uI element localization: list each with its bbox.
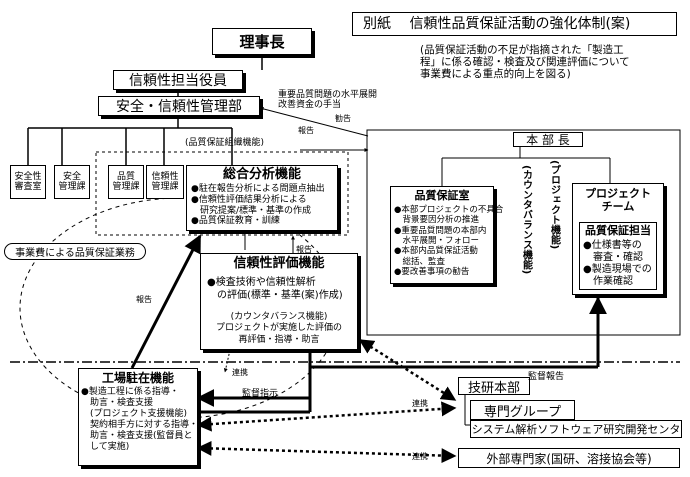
expert-group-box: 専門グループ — [470, 400, 575, 420]
arrow-label-cooperate-3: 連携 — [412, 452, 428, 461]
funding-note: 重要品質問題の水平展開 改善資金の手当 — [278, 90, 378, 111]
external-experts-box: 外部専門家(国研、溶接協会等) — [458, 448, 680, 468]
quality-function-label: (品質保証組織機能) — [185, 138, 265, 148]
hq-director-label: 本 部 長 — [526, 133, 570, 147]
counter-balance-label: (カウンタバランス機能) — [520, 165, 532, 275]
purpose-note: (品質保証活動の不足が指摘された「製造工 程」に係る確認・検査及び関連評価につい… — [420, 44, 630, 81]
tech-hq-label: 技研本部 — [467, 380, 520, 396]
board-chairman-box: 理事長 — [212, 28, 312, 55]
arrow-label-cooperate-1: 連携 — [232, 368, 248, 377]
analysis-title: 総合分析機能 — [222, 167, 301, 182]
project-qa-title: 品質保証担当 — [585, 224, 651, 237]
tech-hq-box: 技研本部 — [458, 377, 530, 396]
project-direction-label: (プロジェクト機能) — [548, 160, 560, 250]
board-chairman-label: 理事長 — [239, 33, 285, 51]
business-funded-label: 事業費による品質保証業務 — [15, 248, 135, 259]
project-team-box: プロジェクト チーム 品質保証担当 ●仕様書等の 審査・確認 ●製造現場での 作… — [572, 183, 664, 295]
section-quality-management: 品質 管理課 — [108, 165, 144, 199]
qa-office-box: 品質保証室 ●本部プロジェクトの不具合 背景要因分析の推進 ●重要品質問題の本部… — [390, 186, 503, 284]
project-qa-items: ●仕様書等の 審査・確認 ●製造現場での 作業確認 — [583, 240, 652, 287]
arrow-label-report-3: 報告 — [136, 295, 152, 304]
expert-group-label: 専門グループ — [483, 404, 562, 420]
arrow-label-recommend: 勧告 — [335, 114, 351, 123]
arrow-label-report-1: 報告 — [298, 126, 314, 135]
factory-box: 工場駐在機能 ●製造工程に係る指導・ 助言・検査支援 (プロジェクト支援機能) … — [78, 368, 198, 466]
qa-office-title: 品質保証室 — [414, 189, 470, 202]
research-center-label: システム解析ソフトウェア研究開発センタ — [471, 423, 681, 436]
evaluation-sub: (カウンタバランス機能) プロジェクトが実施した評価の 再評価・指導・助言 — [215, 312, 342, 345]
section-safety-management-label: 安全 管理課 — [58, 171, 86, 192]
page-title: 別紙 信頼性品質保証活動の強化体制(案) — [352, 12, 677, 36]
section-reliability-management: 信頼性 管理課 — [146, 165, 184, 199]
section-safety-review: 安全性 審査室 — [10, 165, 46, 199]
hq-director-box: 本 部 長 — [513, 132, 583, 147]
safety-reliability-dept-label: 安全・信頼性管理部 — [116, 99, 242, 115]
research-center-box: システム解析ソフトウェア研究開発センタ — [470, 420, 682, 438]
qa-office-items: ●本部プロジェクトの不具合 背景要因分析の推進 ●重要品質問題の本部内 水平展開… — [394, 205, 504, 278]
arrow-label-report-2: 報告 — [296, 245, 312, 254]
safety-reliability-dept-box: 安全・信頼性管理部 — [98, 96, 260, 116]
arrow-label-cooperate-2: 連携 — [412, 399, 428, 408]
evaluation-items: ●検査技術や信頼性解析 の評価(標準・基準(案)作成) — [207, 277, 343, 301]
section-safety-management: 安全 管理課 — [54, 165, 90, 199]
section-reliability-management-label: 信頼性 管理課 — [151, 171, 179, 192]
factory-items: ●製造工程に係る指導・ 助言・検査支援 (プロジェクト支援機能) 契約相手方に対… — [81, 387, 199, 452]
reliability-officer-box: 信頼性担当役員 — [113, 70, 243, 90]
section-quality-management-label: 品質 管理課 — [112, 171, 140, 192]
evaluation-box: 信頼性評価機能 ●検査技術や信頼性解析 の評価(標準・基準(案)作成) (カウン… — [200, 253, 358, 350]
section-safety-review-label: 安全性 審査室 — [14, 171, 42, 192]
external-experts-label: 外部専門家(国研、溶接協会等) — [486, 451, 652, 466]
evaluation-title: 信頼性評価機能 — [233, 256, 325, 271]
factory-title: 工場駐在機能 — [101, 371, 174, 385]
reliability-officer-label: 信頼性担当役員 — [129, 73, 227, 89]
project-qa-box: 品質保証担当 ●仕様書等の 審査・確認 ●製造現場での 作業確認 — [579, 222, 657, 290]
analysis-items: ●駐在報告分析による問題点抽出 ●信頼性評価結果分析による 研究提案/標準・基準… — [191, 184, 325, 227]
arrow-label-supervise-instruct: 監督指示 — [242, 389, 279, 399]
business-funded-label-box: 事業費による品質保証業務 — [4, 243, 146, 260]
arrow-label-supervise-report: 監督報告 — [528, 372, 565, 382]
analysis-box: 総合分析機能 ●駐在報告分析による問題点抽出 ●信頼性評価結果分析による 研究提… — [186, 165, 338, 231]
project-team-title: プロジェクト チーム — [585, 187, 651, 213]
